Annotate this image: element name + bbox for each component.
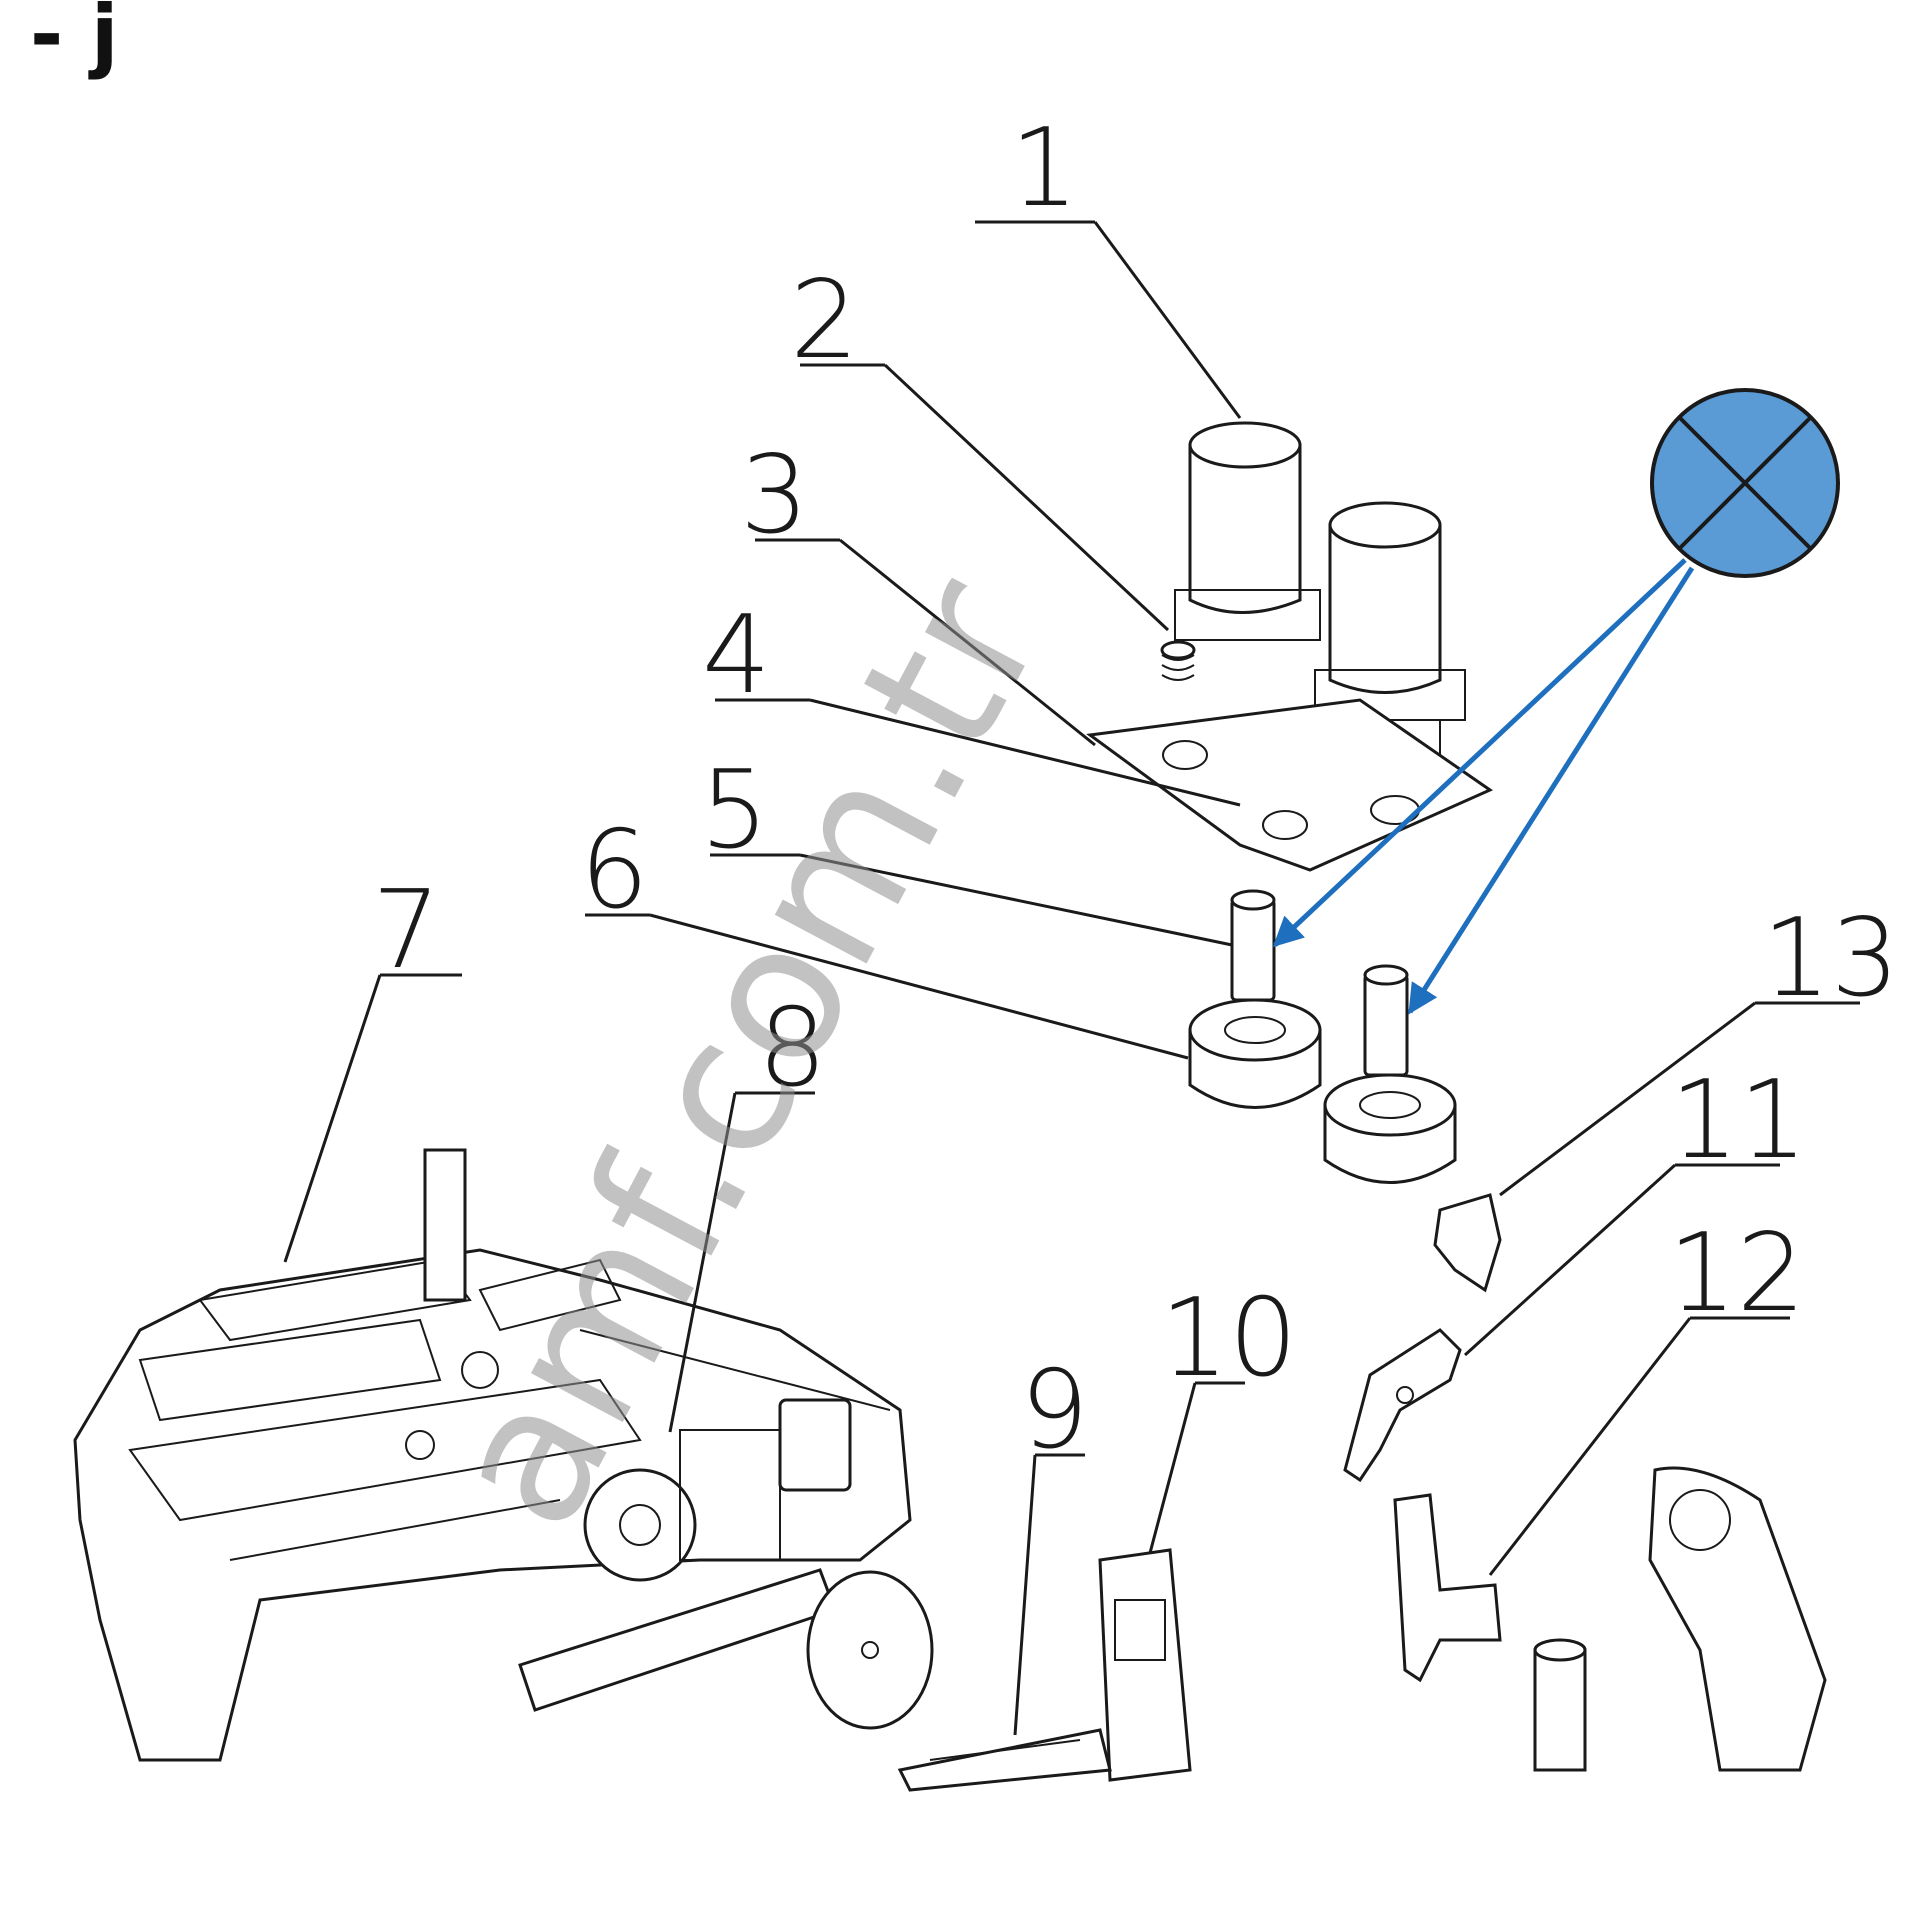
part-1-cylinders xyxy=(1174,421,1466,800)
callout-label-3: 3 xyxy=(740,433,809,558)
callout-labels: 1 2 3 4 5 6 7 8 9 10 11 12 13 xyxy=(372,106,1899,1473)
marker-arrow-right xyxy=(1407,566,1695,1015)
part-lower-right xyxy=(1533,1466,1827,1772)
leader-lines xyxy=(283,220,1860,1736)
part-bar-and-disc xyxy=(518,1568,934,1730)
part-7-main-body xyxy=(73,1148,912,1762)
part-drawings xyxy=(73,421,1827,1792)
part-12-bracket xyxy=(1393,1493,1502,1683)
part-9-10-brackets xyxy=(897,1548,1192,1792)
callout-label-8: 8 xyxy=(758,986,827,1111)
part-6-rollers xyxy=(1188,998,1457,1184)
marker-arrow-left xyxy=(1272,558,1687,948)
part-4-plate xyxy=(1086,698,1494,872)
part-13-clip xyxy=(1433,1193,1502,1293)
part-11-lever xyxy=(1343,1328,1462,1483)
cross-circle-icon xyxy=(1650,388,1840,578)
callout-label-9: 9 xyxy=(1020,1348,1089,1473)
callout-label-10: 10 xyxy=(1160,1276,1297,1401)
callout-label-2: 2 xyxy=(790,258,859,383)
part-5-shafts xyxy=(1230,889,1409,1077)
callout-label-11: 11 xyxy=(1670,1058,1807,1183)
callout-label-1: 1 xyxy=(1010,106,1079,231)
callout-label-6: 6 xyxy=(580,808,649,933)
callout-label-4: 4 xyxy=(702,593,771,718)
callout-label-5: 5 xyxy=(700,748,769,873)
callout-label-13: 13 xyxy=(1762,896,1899,1021)
marker-arrows xyxy=(1272,558,1695,1015)
corner-text: - j xyxy=(30,0,118,81)
callout-label-12: 12 xyxy=(1668,1211,1805,1336)
callout-label-7: 7 xyxy=(372,868,441,993)
